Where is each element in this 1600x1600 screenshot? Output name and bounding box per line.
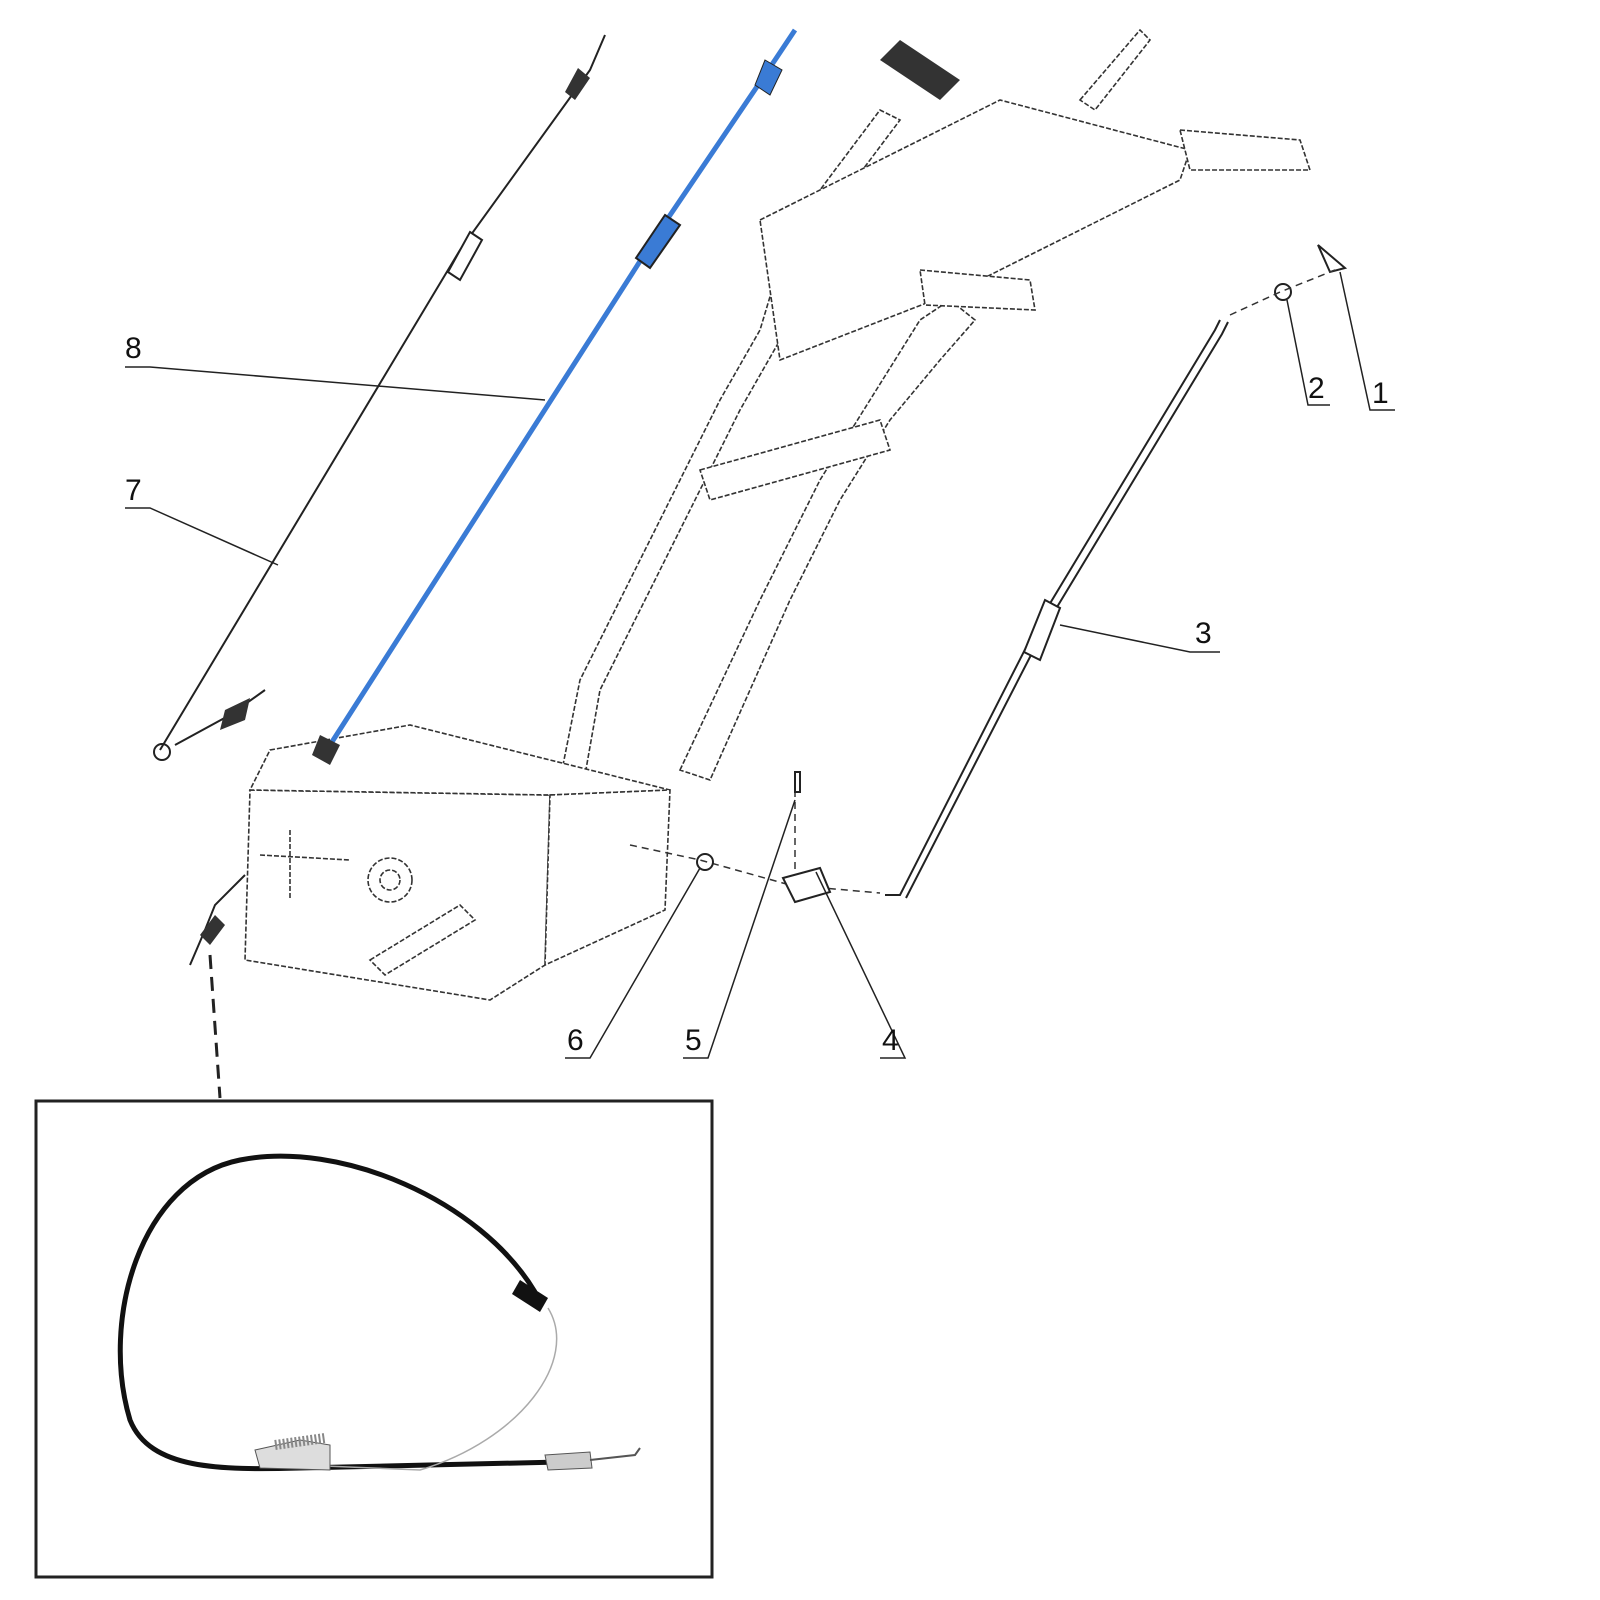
callout-3: 3 — [1195, 617, 1212, 650]
callout-7: 7 — [125, 474, 142, 507]
inset-frame — [34, 1099, 714, 1579]
spring — [189, 874, 246, 966]
assembly-line-bottom — [629, 844, 881, 894]
inset-cable-photo — [117, 1153, 641, 1472]
callout-4: 4 — [882, 1024, 899, 1057]
callout-6: 6 — [567, 1024, 584, 1057]
inset-pointer — [208, 954, 222, 1099]
callout-2: 2 — [1308, 372, 1325, 405]
gearbox-housing — [244, 724, 671, 1001]
callout-1: 1 — [1372, 377, 1389, 410]
shift-knob — [880, 40, 960, 100]
cable-7 — [153, 34, 606, 761]
clip-1 — [1317, 244, 1348, 274]
callout-5: 5 — [685, 1024, 702, 1057]
washer-2 — [1274, 283, 1292, 301]
rod-3 — [885, 319, 1229, 899]
pin-5 — [794, 771, 801, 793]
cable-8 — [312, 28, 798, 765]
washer-6 — [696, 853, 714, 871]
assembly-line-top — [1229, 269, 1336, 316]
callout-8: 8 — [125, 332, 142, 365]
leader-lines — [125, 271, 1395, 1059]
handle-frame — [544, 28, 1312, 861]
